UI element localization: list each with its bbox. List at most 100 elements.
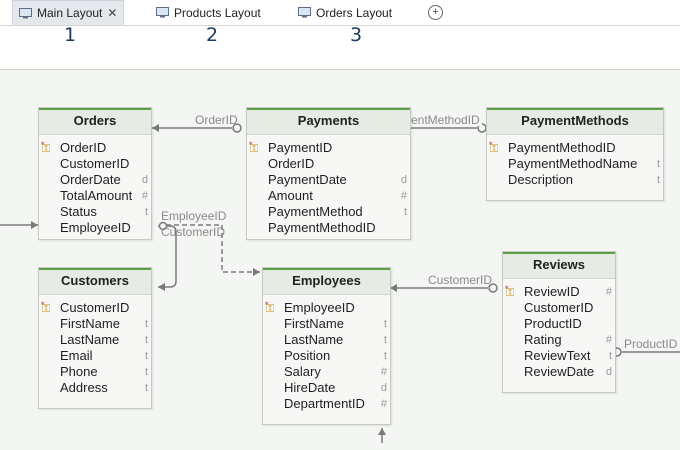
- tab-label: Products Layout: [174, 5, 261, 20]
- tab-products-layout[interactable]: Products Layout: [150, 0, 270, 25]
- key-icon: ⚿: [250, 143, 259, 155]
- table-column-row[interactable]: Email t: [39, 348, 151, 364]
- column-name: OrderID: [268, 156, 315, 171]
- table-column-row[interactable]: PaymentMethodID: [247, 220, 410, 236]
- link-label-employeeid: EmployeeID: [161, 209, 227, 223]
- column-name: EmployeeID: [284, 300, 355, 315]
- table-column-row[interactable]: PaymentDate d: [247, 172, 410, 188]
- column-type: t: [383, 350, 387, 362]
- table-column-row[interactable]: OrderID: [247, 156, 410, 172]
- column-name: ReviewText: [524, 348, 591, 363]
- table-column-row[interactable]: Rating #: [503, 332, 615, 348]
- column-type: t: [144, 318, 148, 330]
- table-column-row[interactable]: DepartmentID#: [263, 396, 390, 412]
- column-name: Position: [284, 348, 331, 363]
- column-name: CustomerID: [60, 156, 130, 171]
- table-title: PaymentMethods: [487, 108, 663, 135]
- table-column-row[interactable]: *⚿ OrderID: [39, 140, 151, 156]
- key-icon: ⚿: [266, 303, 275, 315]
- close-icon[interactable]: ✕: [107, 6, 118, 20]
- table-column-row[interactable]: TotalAmount#: [39, 188, 151, 204]
- table-column-row[interactable]: *⚿CustomerID: [39, 300, 151, 316]
- table-column-row[interactable]: ReviewText t: [503, 348, 615, 364]
- column-name: FirstName: [60, 316, 120, 331]
- table-column-row[interactable]: EmployeeID: [39, 220, 151, 236]
- table-column-row[interactable]: Amount#: [247, 188, 410, 204]
- table-column-row[interactable]: Position t: [263, 348, 390, 364]
- column-name: PaymentMethodID: [268, 220, 376, 235]
- column-type: #: [605, 334, 612, 346]
- column-name: Rating: [524, 332, 562, 347]
- key-icon: ⚿: [506, 287, 515, 299]
- tab-bar-divider: [0, 25, 680, 26]
- table-title: Customers: [39, 268, 151, 295]
- primary-key-marker: *: [41, 140, 45, 150]
- column-type: t: [403, 206, 407, 218]
- column-name: CustomerID: [60, 300, 130, 315]
- column-name: ProductID: [524, 316, 582, 331]
- column-type: #: [605, 286, 612, 298]
- table-column-row[interactable]: *⚿ EmployeeID: [263, 300, 390, 316]
- column-name: EmployeeID: [60, 220, 131, 235]
- primary-key-marker: *: [265, 300, 269, 310]
- column-name: ReviewDate: [524, 364, 595, 379]
- column-name: Amount: [268, 188, 313, 203]
- column-name: PaymentMethodID: [508, 140, 616, 155]
- column-type: t: [656, 158, 660, 170]
- table-column-row[interactable]: ProductID: [503, 316, 615, 332]
- column-name: PaymentDate: [268, 172, 347, 187]
- table-column-row[interactable]: CustomerID: [39, 156, 151, 172]
- table-column-row[interactable]: *⚿ReviewID#: [503, 284, 615, 300]
- tab-number-1: 1: [64, 24, 77, 46]
- key-icon: ⚿: [42, 143, 51, 155]
- column-name: OrderID: [60, 140, 107, 155]
- monitor-icon: [19, 7, 32, 18]
- tab-main-layout[interactable]: Main Layout ✕: [12, 0, 124, 25]
- column-type: t: [144, 350, 148, 362]
- column-name: Email: [60, 348, 93, 363]
- table-column-row[interactable]: Salary#: [263, 364, 390, 380]
- table-title: Employees: [263, 268, 390, 295]
- table-column-row[interactable]: *⚿PaymentID: [247, 140, 410, 156]
- column-type: t: [144, 382, 148, 394]
- link-label-customerid-reviews: CustomerID: [428, 273, 492, 287]
- column-type: d: [400, 174, 407, 186]
- column-name: HireDate: [284, 380, 336, 395]
- column-type: t: [144, 206, 148, 218]
- link-label-productid: ProductID: [624, 337, 678, 351]
- table-title: Payments: [247, 108, 410, 135]
- tab-orders-layout[interactable]: Orders Layout: [292, 0, 402, 25]
- primary-key-marker: *: [41, 300, 45, 310]
- column-name: ReviewID: [524, 284, 580, 299]
- column-type: #: [141, 190, 148, 202]
- table-column-row[interactable]: CustomerID: [503, 300, 615, 316]
- table-column-row[interactable]: PaymentMethod t: [247, 204, 410, 220]
- column-type: t: [608, 350, 612, 362]
- add-tab-icon[interactable]: +: [428, 5, 443, 20]
- column-name: PaymentID: [268, 140, 333, 155]
- link-label-customerid-orders: CustomerID: [161, 225, 225, 239]
- column-type: t: [656, 174, 660, 186]
- table-column-row[interactable]: *⚿PaymentMethodID: [487, 140, 663, 156]
- tab-number-3: 3: [350, 24, 363, 46]
- column-name: PaymentMethod: [268, 204, 363, 219]
- tab-label: Orders Layout: [316, 5, 393, 20]
- table-column-row[interactable]: FirstName t: [39, 316, 151, 332]
